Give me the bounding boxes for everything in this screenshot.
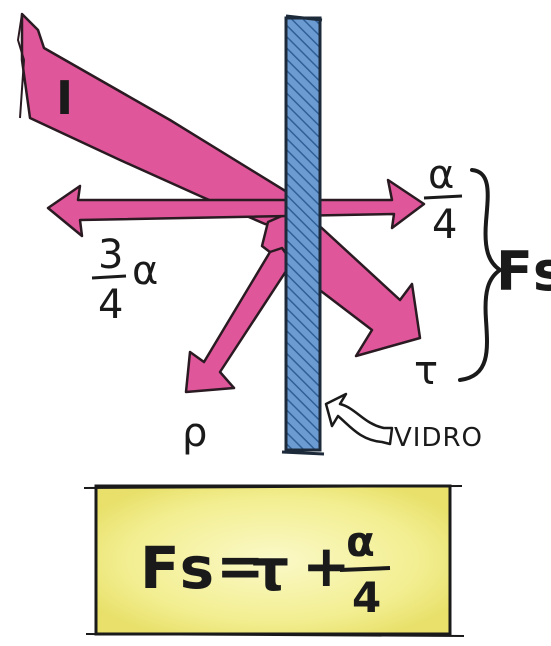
absorbed-alpha: α	[428, 152, 454, 198]
fs-label: Fs	[496, 240, 551, 303]
formula-frac-bar	[340, 568, 390, 570]
formula-alpha: α	[346, 517, 375, 566]
reflected-frac-num: 3	[98, 232, 123, 278]
incident-label: I	[56, 71, 73, 125]
reflected-label: ρ	[182, 410, 207, 456]
absorbed-frac-bar	[424, 196, 462, 198]
formula-den: 4	[352, 573, 381, 622]
glass-pane	[286, 18, 320, 450]
reflected-frac-den: 4	[98, 282, 123, 328]
glass-bottom-edge	[282, 452, 324, 454]
formula-lhs: Fs	[140, 534, 214, 602]
reflected-frac-bar	[92, 276, 126, 278]
fs-brace	[460, 170, 500, 380]
transmitted-label: τ	[414, 348, 438, 394]
glass-pointer-arrow	[326, 394, 392, 444]
formula-plus: +	[302, 532, 351, 600]
absorbed-den: 4	[432, 202, 457, 248]
reflected-alpha: α	[132, 248, 158, 294]
formula-tau: τ	[252, 536, 289, 604]
reflected-ray	[186, 248, 292, 392]
glass-label: VIDRO	[394, 423, 483, 453]
